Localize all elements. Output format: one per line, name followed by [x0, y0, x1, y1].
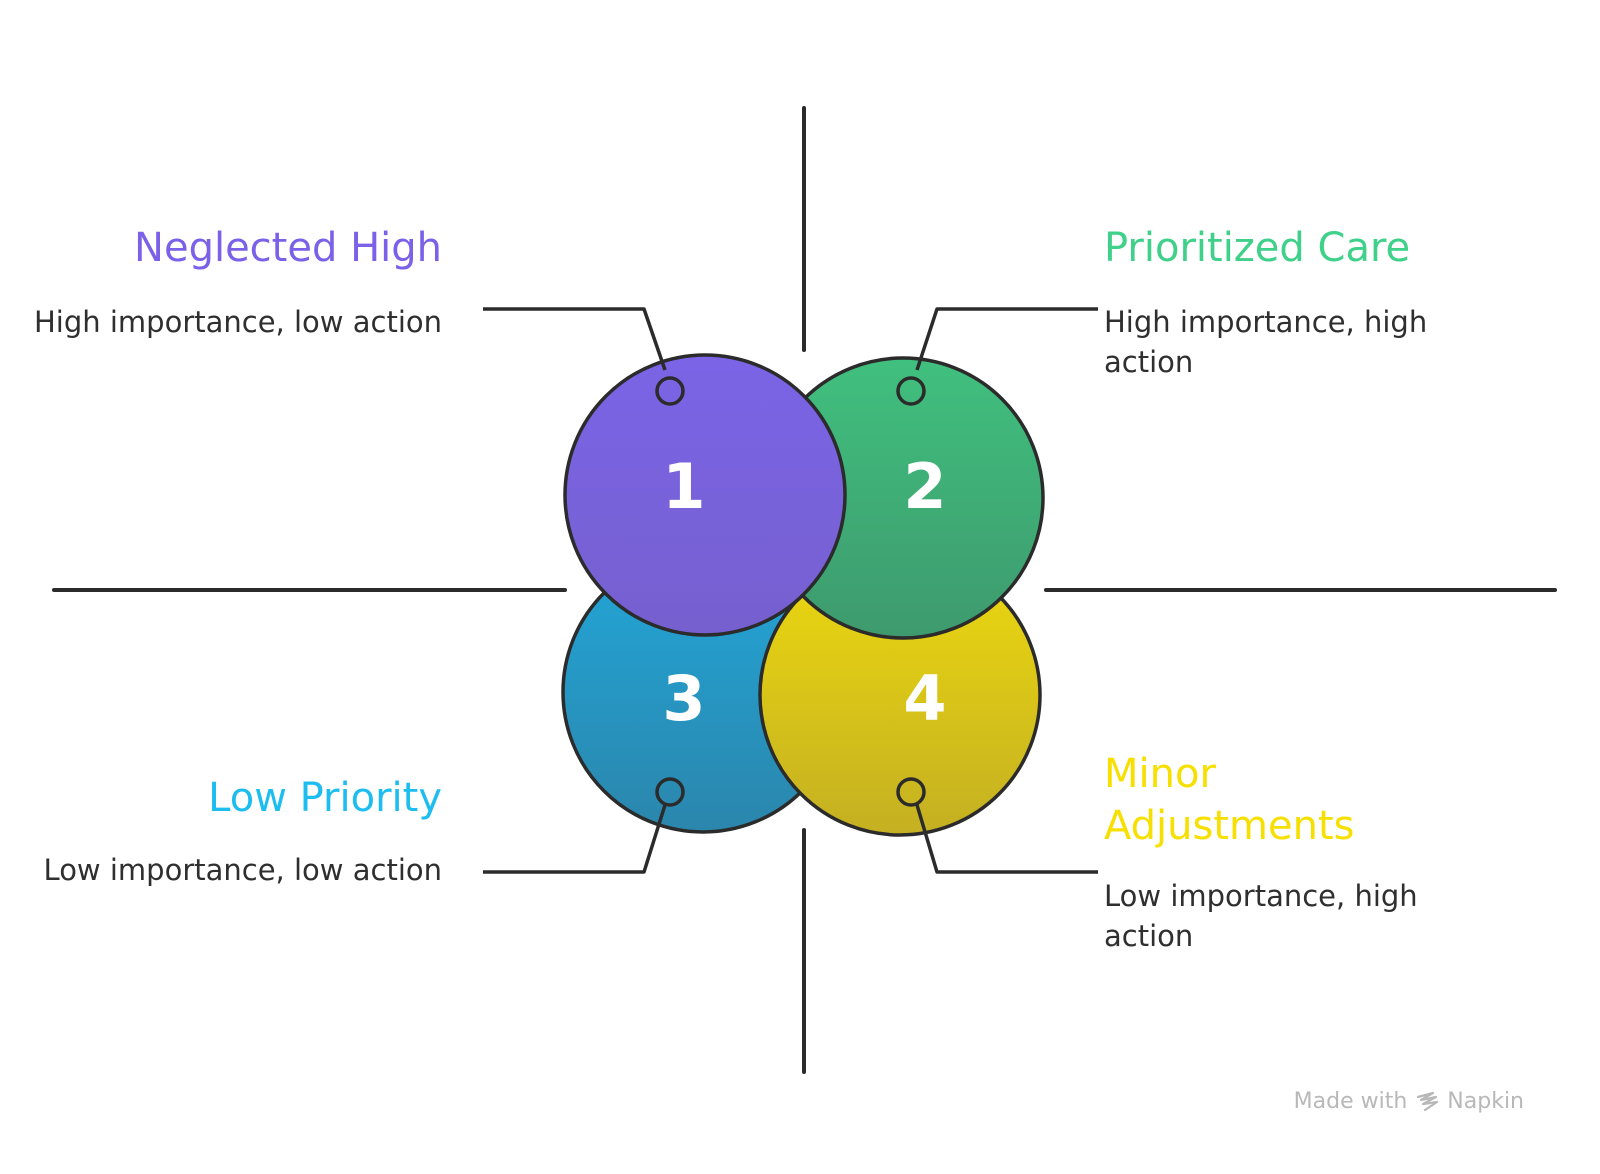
- connector-dot-4: [896, 777, 926, 807]
- axes: [52, 106, 1557, 1074]
- connector-dot-2: [896, 376, 926, 406]
- circle-numbers: 1 2 3 4: [662, 450, 946, 735]
- connector-dot-3: [655, 777, 685, 807]
- quadrant-4-title: Minor Adjustments: [1104, 751, 1355, 849]
- footer-brand: Napkin: [1447, 1089, 1524, 1114]
- connector-3: [483, 804, 667, 874]
- circles: [561, 353, 1045, 837]
- quadrant-2-title: Prioritized Care: [1104, 225, 1411, 271]
- circle-number-1: 1: [662, 450, 705, 523]
- connector-4: [915, 804, 1098, 874]
- quadrant-1-description: High importance, low action: [34, 305, 442, 339]
- footer-made-with: Made with: [1293, 1089, 1408, 1114]
- quadrant-3-title: Low Priority: [208, 775, 442, 821]
- napkin-logo-icon: [1415, 1091, 1439, 1113]
- circle-1: [563, 353, 847, 637]
- connector-dots: [655, 376, 926, 807]
- connector-1: [483, 307, 667, 371]
- footer-attribution[interactable]: Made with Napkin: [1294, 1089, 1524, 1114]
- circle-number-4: 4: [903, 662, 946, 735]
- circle-number-2: 2: [903, 450, 946, 523]
- quadrant-3-description: Low importance, low action: [43, 853, 442, 887]
- quadrant-2-description: High importance, high action: [1104, 305, 1428, 379]
- connector-2: [915, 307, 1098, 371]
- quadrant-1-title: Neglected High: [134, 225, 442, 271]
- connectors: [483, 307, 1098, 874]
- connector-dot-1: [655, 376, 685, 406]
- quadrant-4-description: Low importance, high action: [1104, 879, 1418, 953]
- circle-number-3: 3: [662, 662, 705, 735]
